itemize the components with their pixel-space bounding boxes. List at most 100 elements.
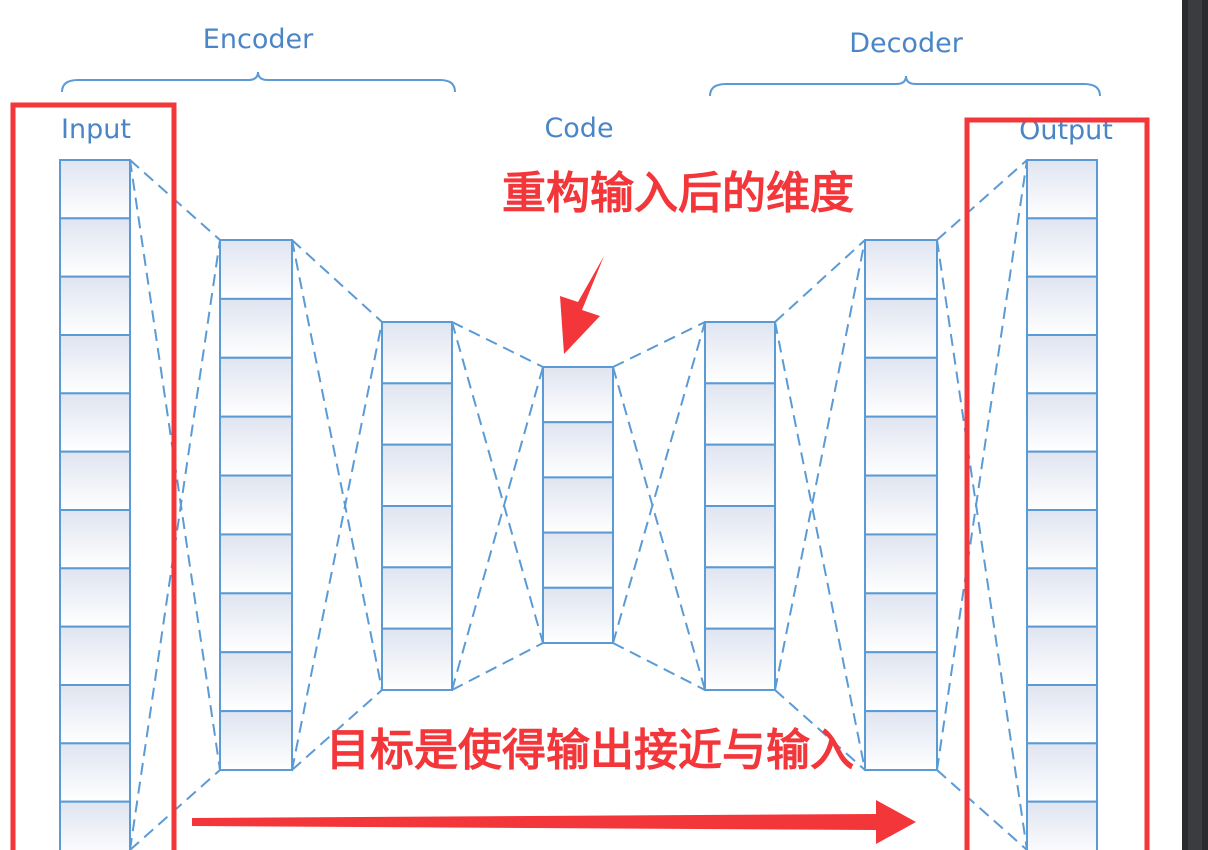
connection-line — [936, 159, 1028, 771]
neuron-cell — [219, 533, 293, 595]
neuron-cell — [219, 356, 293, 418]
neuron-cell — [864, 356, 938, 418]
decoder-hidden-2 — [864, 239, 938, 771]
connection-line — [774, 239, 866, 323]
connection-line — [612, 321, 706, 644]
code-label: Code — [544, 113, 613, 144]
neuron-cell — [1026, 567, 1098, 628]
connection-line — [291, 321, 383, 771]
neuron-cell — [59, 159, 131, 220]
connection-line — [451, 642, 544, 691]
output-highlight-box — [964, 117, 1150, 850]
neuron-cell — [219, 592, 293, 654]
neuron-cell — [381, 382, 453, 446]
scrollbar-thumb[interactable] — [1188, 0, 1202, 850]
direction-arrow — [192, 800, 916, 844]
connection-line — [612, 321, 706, 368]
neuron-cell — [864, 415, 938, 477]
connection-line — [451, 321, 544, 368]
dimension-annotation: 重构输入后的维度 — [502, 168, 854, 219]
neuron-cell — [59, 567, 131, 628]
neuron-cell — [864, 592, 938, 654]
encoder-label: Encoder — [203, 24, 314, 55]
neuron-cell — [864, 710, 938, 771]
input-label: Input — [61, 114, 131, 145]
encoder-hidden-2 — [381, 321, 453, 692]
neuron-cell — [704, 505, 776, 569]
decoder-hidden-1 — [704, 321, 776, 692]
neuron-cell — [381, 566, 453, 630]
connection-line — [936, 239, 1028, 850]
neuron-cell — [864, 239, 938, 300]
decoder-brace — [709, 75, 1101, 97]
neuron-cell — [1026, 392, 1098, 453]
neuron-cell — [704, 627, 776, 692]
neuron-cell — [59, 275, 131, 336]
code-layer — [542, 366, 614, 644]
neuron-cell — [1026, 684, 1098, 745]
connection-line — [291, 689, 383, 771]
neuron-cell — [59, 742, 131, 803]
neuron-cell — [704, 382, 776, 446]
neuron-cell — [219, 474, 293, 536]
neuron-cell — [381, 627, 453, 692]
neuron-cell — [542, 531, 614, 589]
neuron-cell — [864, 297, 938, 359]
neuron-cell — [59, 450, 131, 511]
encoder-hidden-1 — [219, 239, 293, 771]
neuron-cell — [864, 651, 938, 713]
neuron-cell — [381, 505, 453, 569]
encoder-brace — [61, 71, 456, 93]
connection-line — [451, 321, 544, 644]
network-layers — [59, 159, 1098, 850]
neuron-cell — [542, 476, 614, 534]
code-pointer-arrow — [560, 256, 604, 354]
neuron-cell — [59, 625, 131, 687]
goal-annotation: 目标是使得输出接近与输入 — [326, 725, 854, 776]
neuron-cell — [219, 710, 293, 771]
neuron-cell — [542, 586, 614, 644]
connection-line — [774, 689, 866, 771]
input-highlight-box — [10, 102, 177, 850]
input-layer — [59, 159, 131, 850]
neuron-cell — [219, 651, 293, 713]
connection-line — [774, 321, 866, 771]
connection-line — [936, 769, 1028, 850]
connection-line — [291, 239, 383, 691]
neuron-cell — [704, 443, 776, 507]
neuron-cell — [219, 297, 293, 359]
neuron-cell — [1026, 509, 1098, 570]
neuron-cell — [864, 474, 938, 536]
neuron-cell — [704, 566, 776, 630]
neuron-cell — [1026, 334, 1098, 395]
neuron-cell — [59, 334, 131, 395]
neuron-cell — [59, 509, 131, 570]
neuron-cell — [542, 421, 614, 479]
neuron-cell — [219, 415, 293, 477]
connection-line — [612, 642, 706, 691]
neuron-cell — [1026, 217, 1098, 278]
decoder-label: Decoder — [849, 28, 964, 59]
connection-line — [612, 366, 706, 691]
neuron-cell — [1026, 800, 1098, 850]
neuron-cell — [381, 443, 453, 507]
connection-line — [774, 239, 866, 691]
connection-line — [451, 366, 544, 691]
neuron-cell — [59, 684, 131, 745]
neuron-cell — [864, 533, 938, 595]
connection-line — [936, 159, 1028, 241]
neuron-cell — [1026, 159, 1098, 220]
neuron-cell — [59, 392, 131, 453]
neuron-cell — [1026, 450, 1098, 511]
neuron-cell — [1026, 742, 1098, 803]
neuron-cell — [59, 217, 131, 278]
neuron-cell — [542, 366, 614, 424]
neuron-cell — [219, 239, 293, 300]
neuron-cell — [381, 321, 453, 385]
output-layer — [1026, 159, 1098, 850]
connection-line — [291, 239, 383, 323]
neuron-cell — [704, 321, 776, 385]
neuron-cell — [1026, 275, 1098, 336]
neuron-cell — [59, 800, 131, 850]
